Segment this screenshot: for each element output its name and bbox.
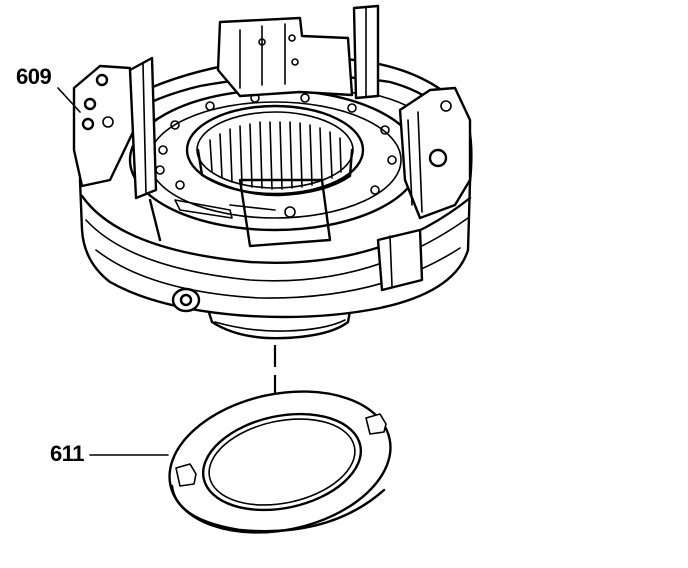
pump-right-slot <box>376 228 424 292</box>
washer-inner-edge <box>201 412 363 512</box>
callout-611: 611 <box>50 441 85 466</box>
washer-tang-right <box>365 413 387 435</box>
leader-609 <box>57 87 81 113</box>
washer-tang-left <box>175 463 197 487</box>
bore-splines <box>209 121 342 190</box>
pump-assembly <box>72 4 473 340</box>
callout-609: 609 <box>16 64 52 89</box>
bolt-holes <box>155 93 397 195</box>
pump-top-face <box>128 88 422 232</box>
thrust-washer <box>168 390 392 534</box>
pump-right-bracket <box>398 86 472 220</box>
pump-tab-left <box>128 56 158 200</box>
pump-side-port <box>171 287 201 313</box>
washer-outer-edge <box>168 390 392 534</box>
